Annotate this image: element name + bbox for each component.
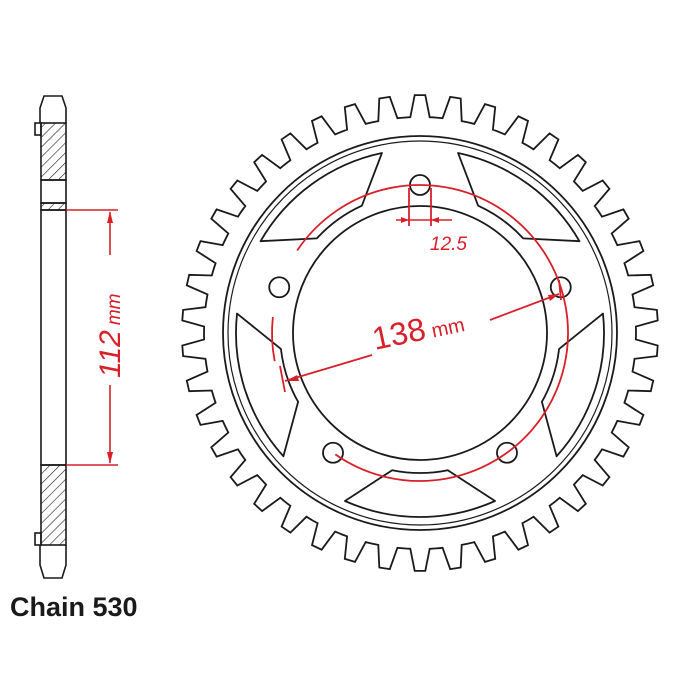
lightening-window xyxy=(540,312,605,458)
diameter-tick-left xyxy=(279,365,286,393)
diameter-line-right xyxy=(489,293,560,321)
center-bore xyxy=(292,205,548,461)
profile-top-hatch xyxy=(40,122,67,181)
bore-depth-label: 112mm xyxy=(94,294,127,378)
profile-bottom-shoulder xyxy=(34,532,42,546)
lightening-windows xyxy=(235,152,605,518)
rim-inner-circle xyxy=(227,140,613,526)
sprocket-teeth xyxy=(181,94,659,572)
bolt-circle-dimension xyxy=(271,184,569,482)
bolt-circle-arc-left xyxy=(271,316,276,362)
side-profile xyxy=(34,95,67,579)
diameter-tick-right xyxy=(558,279,562,301)
profile-top-tooth xyxy=(39,95,67,123)
bore-depth-dimension xyxy=(66,209,118,466)
lightening-window xyxy=(235,312,300,458)
profile-top-hatch-small xyxy=(40,202,67,211)
profile-bottom-hatch xyxy=(40,464,67,546)
bolt-circle-arc xyxy=(296,184,569,482)
diameter-line-left xyxy=(284,354,373,382)
profile-bottom-tooth xyxy=(39,545,67,579)
profile-top-shoulder xyxy=(34,122,42,136)
bolt-hole xyxy=(322,441,344,464)
lightening-window xyxy=(457,152,581,243)
bolt-hole xyxy=(268,276,291,299)
lightening-window xyxy=(344,469,496,518)
profile-web xyxy=(40,209,67,466)
hole-size-label: 12.5 xyxy=(430,234,467,255)
lightening-window xyxy=(259,152,383,243)
profile-top-gap xyxy=(40,179,67,204)
chain-caption: Chain 530 xyxy=(10,592,138,622)
rim-circle xyxy=(222,135,618,531)
bolt-hole xyxy=(496,441,518,464)
bolt-circle-label: 138mm xyxy=(369,302,467,356)
